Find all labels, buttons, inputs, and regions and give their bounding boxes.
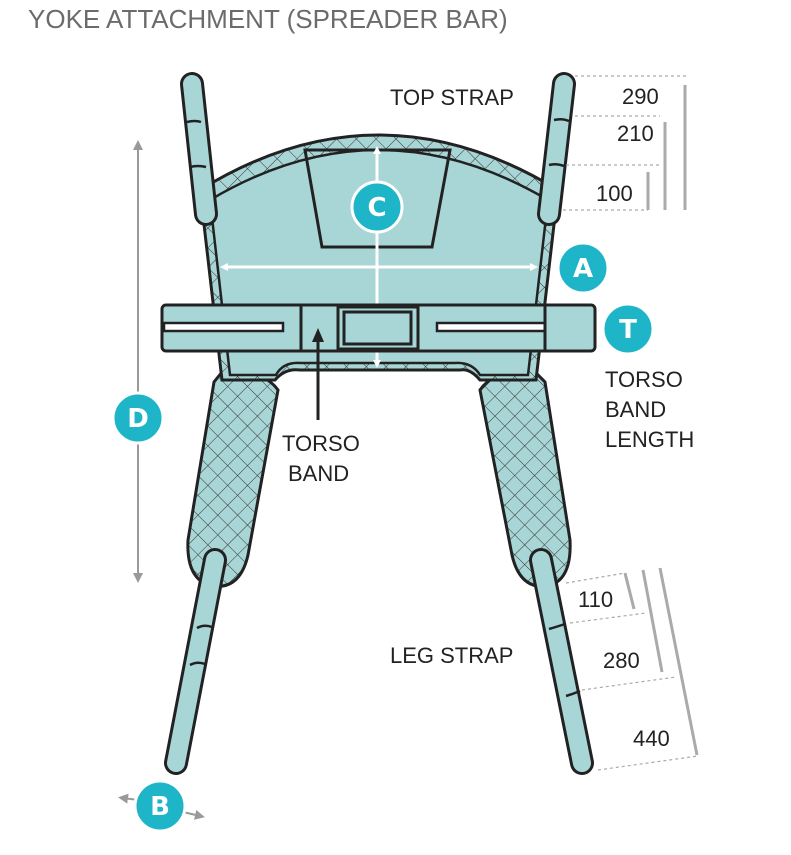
svg-text:B: B — [150, 792, 170, 822]
svg-text:D: D — [127, 404, 149, 434]
torso-band — [160, 303, 597, 353]
diagram-title: YOKE ATTACHMENT (SPREADER BAR) — [28, 4, 508, 34]
dimension-290: 290 — [622, 84, 659, 109]
dimension-210: 210 — [617, 121, 654, 146]
leg-strap-label: LEG STRAP — [390, 643, 513, 668]
leg-strap-right — [529, 548, 594, 775]
dimension-b-arrow-right — [182, 809, 205, 820]
dimension-280: 280 — [603, 648, 640, 673]
svg-text:T: T — [619, 315, 637, 345]
torso-band-length-line1: TORSO — [605, 367, 683, 392]
dimension-110: 110 — [578, 587, 613, 612]
torso-band-label-line2: BAND — [288, 461, 349, 486]
torso-band-length-line2: BAND — [605, 397, 666, 422]
badge-b: B — [133, 779, 187, 833]
top-strap-dimensions — [563, 75, 687, 211]
svg-text:C: C — [367, 193, 386, 223]
torso-band-length-line3: LENGTH — [605, 427, 694, 452]
badge-d: D — [111, 391, 165, 445]
top-strap-left — [180, 72, 218, 226]
dimension-100: 100 — [596, 181, 633, 206]
left-leg-pad — [186, 369, 280, 588]
top-strap-label: TOP STRAP — [390, 85, 514, 110]
head-pocket — [303, 148, 452, 249]
right-leg-pad — [478, 369, 572, 588]
leg-strap-left — [164, 548, 227, 775]
top-strap-right — [537, 72, 576, 226]
badge-t: T — [601, 302, 655, 356]
badge-a: A — [556, 241, 610, 295]
badge-c: C — [350, 180, 404, 234]
dimension-440: 440 — [633, 726, 670, 751]
svg-text:A: A — [573, 254, 593, 284]
leg-strap-dimensions — [565, 567, 699, 771]
torso-band-label-line1: TORSO — [282, 431, 360, 456]
